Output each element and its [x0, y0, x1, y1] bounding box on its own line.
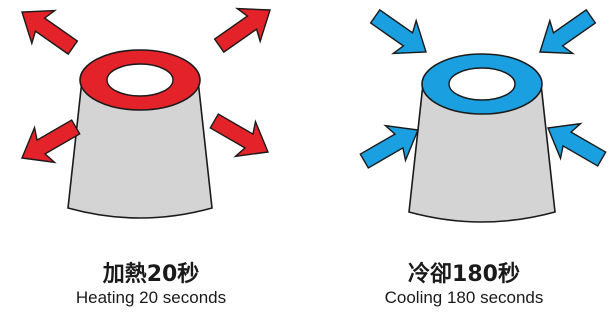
- heat-arrow-top-left: [21, 9, 79, 56]
- cool-arrow-top-left: [369, 8, 427, 55]
- heating-caption: 加熱20秒 Heating 20 seconds: [31, 262, 271, 308]
- heat-arrow-bottom-left: [21, 119, 81, 164]
- cooling-caption-en: Cooling 180 seconds: [384, 288, 544, 307]
- heating-cylinder-body: [67, 79, 213, 219]
- heating-panel: [21, 7, 271, 219]
- cool-arrow-bottom-left: [359, 124, 419, 169]
- cooling-caption: 冷卻180秒 Cooling 180 seconds: [344, 262, 584, 308]
- heating-caption-cjk: 加熱20秒: [102, 262, 200, 287]
- cool-arrow-bottom-right: [547, 122, 607, 167]
- cool-arrow-top-right: [539, 8, 597, 55]
- cooling-ring-hole: [448, 67, 516, 101]
- heat-arrow-top-right: [213, 7, 271, 54]
- heat-arrow-bottom-right: [209, 113, 269, 158]
- cooling-cylinder-body: [408, 83, 556, 223]
- heating-ring-hole: [106, 63, 174, 97]
- heating-caption-en: Heating 20 seconds: [75, 288, 227, 307]
- cooling-caption-cjk: 冷卻180秒: [408, 262, 520, 287]
- cooling-panel: [359, 8, 607, 223]
